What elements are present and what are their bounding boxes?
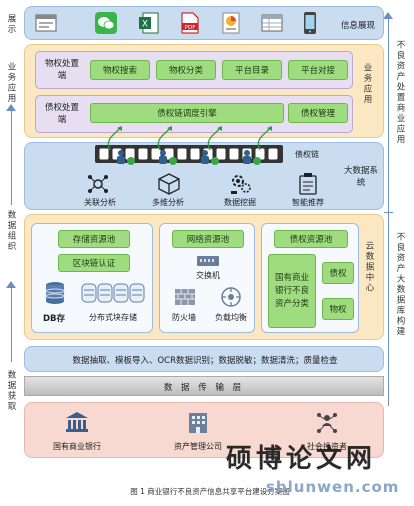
data-mining-icon xyxy=(229,172,253,196)
watermark-url: sblunwen.com xyxy=(266,478,400,496)
watermark-title: 硕博论文网 xyxy=(226,444,377,474)
switch-icon xyxy=(196,254,220,268)
bank-icon xyxy=(65,411,89,433)
smart-recommend-label: 智能推荐 xyxy=(292,198,324,207)
debt-pool-button[interactable]: 债权资源池 xyxy=(274,230,348,248)
distributed-storage-icon xyxy=(80,280,146,306)
left-label-acquire: 数据获取 xyxy=(6,370,16,412)
amc-building-icon xyxy=(187,411,209,435)
acquire-methods-band: 数据抽取、模板导入、OCR数据识别；数据脱敏；数据清洗；质量检查 xyxy=(24,346,384,372)
transport-layer-band: 数 据 传 输 层 xyxy=(24,376,384,396)
smart-recommend-icon xyxy=(297,172,319,196)
acquire-methods-text: 数据抽取、模板导入、OCR数据识别；数据脱敏；数据清洗；质量检查 xyxy=(72,356,338,366)
source-investors-label: 社会投资者 xyxy=(307,442,347,451)
investors-icon xyxy=(315,411,339,435)
browser-icon xyxy=(35,14,57,32)
debt-chain-bar xyxy=(95,145,283,163)
cloud-layer: 云数据中心 存储资源池 区块链认证 DB存 分布式块存储 网络资源池 交换机 xyxy=(24,214,384,340)
svg-text:X: X xyxy=(142,20,148,30)
firewall-label: 防火墙 xyxy=(172,313,196,322)
left-label-organize: 数据组织 xyxy=(6,210,16,252)
left-rail-lower-arrowhead xyxy=(6,281,16,288)
load-balance-label: 负载均衡 xyxy=(215,313,247,322)
left-label-display: 展示 xyxy=(6,14,16,35)
debt-box[interactable]: 债权 xyxy=(322,262,354,284)
engine-feed-arrows xyxy=(107,126,272,151)
sources-band: 国有商业银行 资产管理公司 社会投资者 xyxy=(24,402,384,458)
db-storage-label: DB存 xyxy=(42,314,66,324)
switch-label: 交换机 xyxy=(196,271,220,280)
multidim-analysis-icon xyxy=(157,172,181,196)
chain-participants xyxy=(109,147,279,167)
data-mining-label: 数据挖掘 xyxy=(224,198,256,207)
network-pool-panel: 网络资源池 交换机 防火墙 负载均衡 xyxy=(159,223,255,333)
platform-catalog-button[interactable]: 平台目录 xyxy=(222,60,282,80)
right-label-database: 不良资产大数据库构建 xyxy=(395,232,405,337)
left-label-business: 业务应用 xyxy=(6,62,16,104)
storage-pool-button[interactable]: 存储资源池 xyxy=(58,230,130,248)
transport-layer-text: 数 据 传 输 层 xyxy=(163,383,245,393)
bigdata-layer: 大数据系统 债权链 关联分析 多维分析 xyxy=(24,142,384,210)
bigdata-title: 大数据系统 xyxy=(343,166,378,188)
debt-management-button[interactable]: 债权管理 xyxy=(288,103,348,123)
multidim-analysis-label: 多维分析 xyxy=(152,198,184,207)
database-icon xyxy=(44,280,66,306)
firewall-icon xyxy=(174,286,196,308)
property-classify-button[interactable]: 物权分类 xyxy=(156,60,216,80)
platform-connect-button[interactable]: 平台对接 xyxy=(288,60,348,80)
left-rail-lower xyxy=(11,287,12,362)
debt-disposal-panel: 债权处置端 债权链调度引擎 债权管理 xyxy=(35,95,353,133)
right-rail-arrowhead xyxy=(383,12,393,19)
table-doc-icon xyxy=(261,14,283,32)
association-analysis-label: 关联分析 xyxy=(84,198,116,207)
debt-chain-engine[interactable]: 债权链调度引擎 xyxy=(90,103,284,123)
property-disposal-title: 物权处置端 xyxy=(44,59,79,81)
load-balance-icon xyxy=(220,286,242,308)
source-amc-label: 资产管理公司 xyxy=(174,442,222,451)
property-disposal-panel: 物权处置端 物权搜索 物权分类 平台目录 平台对接 xyxy=(35,51,353,89)
display-title: 信息展现 xyxy=(340,21,375,31)
left-rail-upper xyxy=(11,110,12,205)
property-box[interactable]: 物权 xyxy=(322,298,354,320)
debt-disposal-title: 债权处置端 xyxy=(44,103,79,125)
debt-pool-panel: 债权资源池 国有商业银行不良资产分类 债权 物权 xyxy=(261,223,359,333)
right-label-application: 不良资产处置商业应用 xyxy=(395,40,405,145)
chain-links xyxy=(98,147,279,161)
pdf-icon: PDF xyxy=(181,12,199,34)
debt-chain-label: 债权链 xyxy=(295,150,319,159)
excel-icon: X xyxy=(139,12,159,34)
storage-pool-panel: 存储资源池 区块链认证 DB存 分布式块存储 xyxy=(31,223,153,333)
cloud-title: 云数据中心 xyxy=(364,241,374,294)
source-bank-label: 国有商业银行 xyxy=(53,442,101,451)
bank-npl-classify-box[interactable]: 国有商业银行不良资产分类 xyxy=(268,254,316,328)
svg-text:PDF: PDF xyxy=(185,25,196,31)
network-pool-button[interactable]: 网络资源池 xyxy=(172,230,244,248)
wechat-icon xyxy=(95,12,117,34)
distributed-storage-label: 分布式块存储 xyxy=(89,313,137,322)
business-title: 业务应用 xyxy=(362,63,372,105)
business-layer: 业务应用 物权处置端 物权搜索 物权分类 平台目录 平台对接 债权处置端 债权链… xyxy=(24,44,384,138)
phone-icon xyxy=(303,11,317,35)
property-search-button[interactable]: 物权搜索 xyxy=(90,60,150,80)
right-rail-divider xyxy=(384,212,393,213)
left-rail-upper-arrowhead xyxy=(6,104,16,111)
display-layer: X PDF 信息展现 xyxy=(24,6,384,40)
chart-doc-icon xyxy=(221,12,241,34)
association-analysis-icon xyxy=(87,173,109,195)
figure-caption: 图 1 商业银行不良资产信息共享平台建设方案图 xyxy=(130,487,290,496)
blockchain-auth-button[interactable]: 区块链认证 xyxy=(58,254,130,272)
